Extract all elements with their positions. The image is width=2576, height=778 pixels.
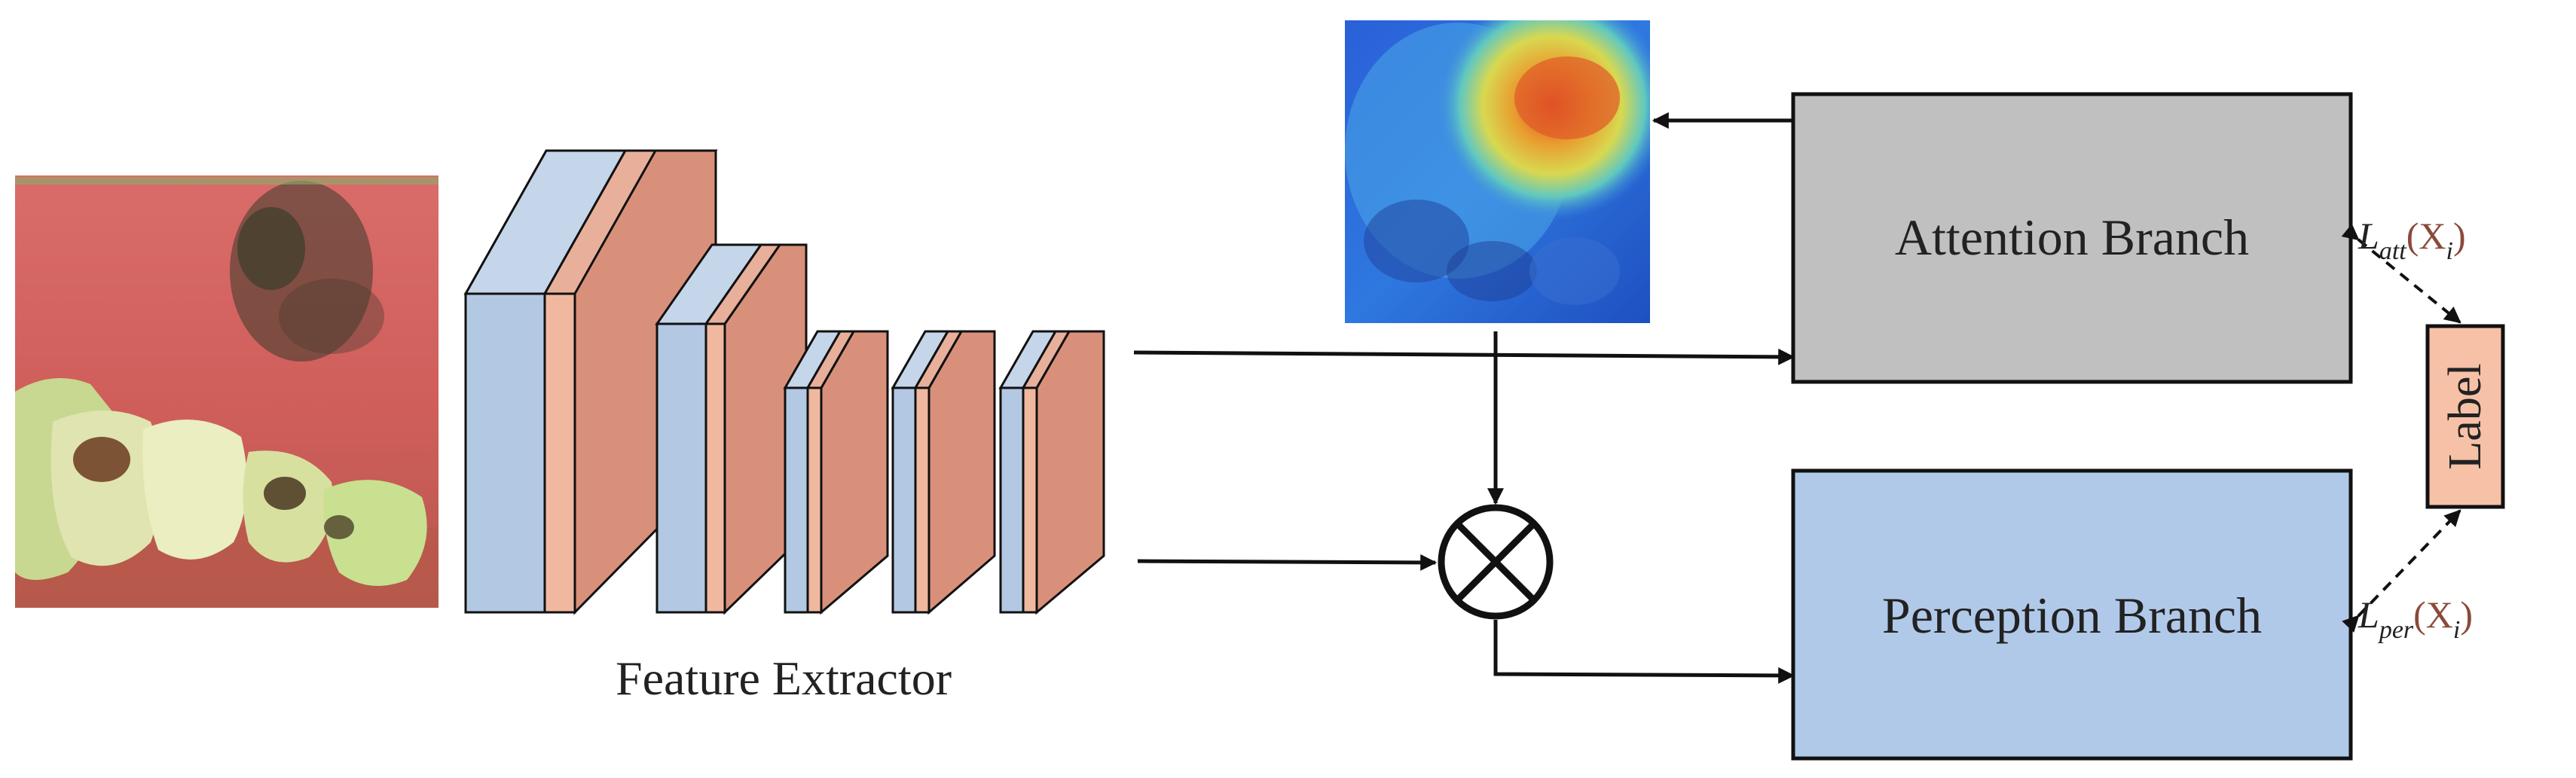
dashed-arrow-attention-label	[2341, 223, 2461, 324]
feature-block-3	[783, 330, 889, 615]
feature-extractor-label: Feature Extractor	[616, 651, 952, 705]
attention-branch-box: Attention Branch	[1791, 92, 2353, 384]
arrow-features-to-multiply	[1137, 554, 1438, 571]
attention-heatmap	[1345, 20, 1650, 323]
feature-extractor	[463, 149, 1105, 615]
feature-block-2	[655, 243, 808, 615]
input-dental-image	[15, 175, 439, 608]
label-box-text: Label	[2440, 363, 2491, 469]
perception-branch-label: Perception Branch	[1882, 587, 2262, 644]
loss-perception-label: Lper(Xi)	[2358, 593, 2473, 644]
dashed-arrow-perception-label	[2342, 509, 2461, 633]
arrow-features-to-attention	[1133, 348, 1795, 365]
svg-text:Latt(Xi): Latt(Xi)	[2358, 215, 2466, 265]
otimes-icon	[1438, 504, 1554, 620]
loss-attention-label: Latt(Xi)	[2358, 215, 2466, 265]
feature-block-5	[998, 330, 1105, 615]
perception-branch-box: Perception Branch	[1791, 468, 2353, 761]
svg-text:Lper(Xi): Lper(Xi)	[2358, 593, 2473, 644]
label-box: Label	[2425, 324, 2505, 509]
attention-branch-label: Attention Branch	[1895, 209, 2249, 266]
arrow-multiply-to-perception	[1493, 620, 1795, 684]
feature-block-4	[891, 330, 996, 615]
